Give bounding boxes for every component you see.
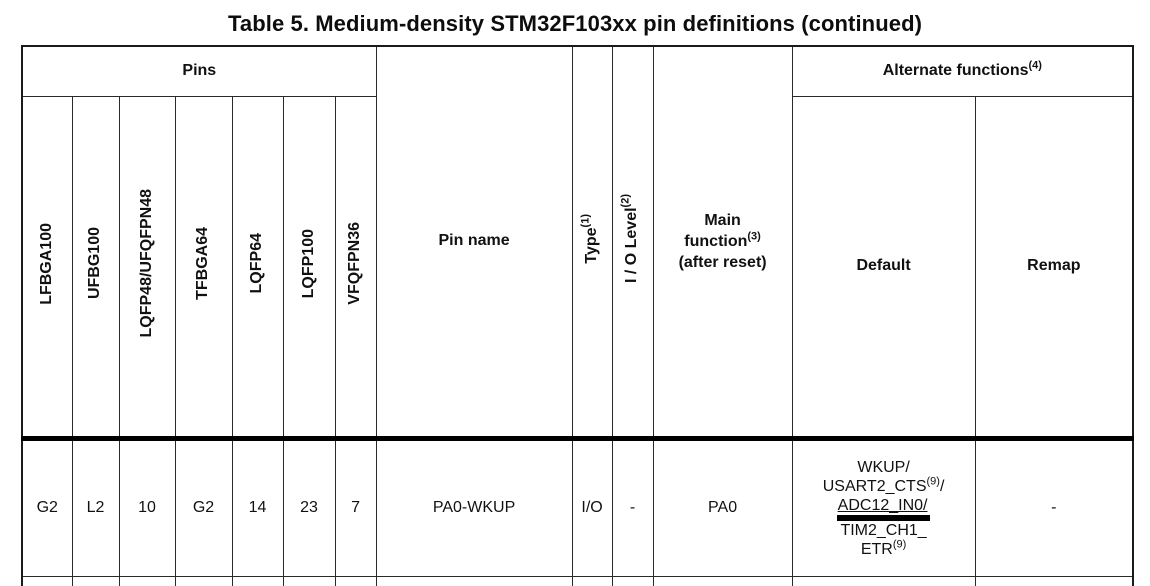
- default-line-tim2-ch1: TIM2_CH1_: [840, 521, 927, 539]
- adc12-in0-underlined: ADC12_IN0/: [836, 497, 931, 521]
- column-header-main-function: Main function(3) (after reset): [652, 45, 793, 439]
- table-title: Table 5. Medium-density STM32F103xx pin …: [227, 11, 923, 36]
- column-header-pin-name: Pin name: [375, 45, 573, 439]
- default-line-etr: ETR(9): [860, 538, 907, 558]
- column-header-lfbga100: LFBGA100: [21, 95, 73, 439]
- main-function-label: Main function(3) (after reset): [678, 211, 767, 271]
- io-level-footnote-sup: (2): [619, 194, 632, 208]
- package-header-row: LFBGA100 UFBG100 LQFP48/UFQFPN48 TFBGA64…: [21, 95, 1134, 439]
- pin-row-pa0-wkup: G2 L2 10 G2 14 23 7 PA0-WKUP I/O - PA0 W…: [21, 435, 1134, 577]
- column-header-vfqfpn36: VFQFPN36: [334, 95, 377, 439]
- default-line-wkup: WKUP/: [857, 458, 910, 476]
- column-header-ufbg100: UFBG100: [71, 95, 120, 439]
- alternate-functions-footnote-sup: (4): [1028, 59, 1042, 72]
- cell-lfbga100: G2: [21, 435, 73, 577]
- cell-main-function: PA0: [652, 435, 793, 577]
- cell-vfqfpn36: 7: [334, 435, 377, 577]
- type-footnote-sup: (1): [579, 213, 592, 228]
- pin-definitions-table: Pins Pin name Type(1) I / O Level(2) Mai…: [21, 45, 1135, 586]
- cell-pin-name: PA0-WKUP: [375, 435, 573, 577]
- column-header-default: Default: [791, 95, 976, 439]
- column-header-type: Type(1): [571, 45, 613, 439]
- usart2-cts-footnote-sup: (9): [926, 475, 940, 488]
- cell-tfbga64: G2: [174, 435, 233, 577]
- etr-footnote-sup: (9): [892, 538, 907, 551]
- io-level-label-rotated: I / O Level(2): [619, 194, 641, 284]
- column-header-tfbga64: TFBGA64: [174, 95, 233, 439]
- cell-lqfp48: 10: [118, 435, 176, 577]
- column-header-remap: Remap: [974, 95, 1134, 439]
- cell-type: I/O: [571, 435, 613, 577]
- column-header-io-level: I / O Level(2): [611, 45, 654, 439]
- column-header-lqfp100: LQFP100: [282, 95, 336, 439]
- cell-io-level: -: [611, 435, 654, 577]
- cell-ufbg100: L2: [71, 435, 120, 577]
- column-header-lqfp64: LQFP64: [231, 95, 284, 439]
- column-header-lqfp48-ufqfpn48: LQFP48/UFQFPN48: [118, 95, 176, 439]
- cell-default-functions: WKUP/ USART2_CTS(9)/ ADC12_IN0/ TIM2_CH1…: [791, 435, 976, 577]
- cell-lqfp64: 14: [231, 435, 284, 577]
- cell-remap: -: [974, 435, 1134, 577]
- pin-name-label: Pin name: [438, 232, 510, 250]
- cell-lqfp100: 23: [282, 435, 336, 577]
- default-line-adc12-in0: ADC12_IN0/: [793, 496, 974, 521]
- group-header-pins: Pins: [21, 45, 377, 97]
- next-row-clipped: [21, 575, 1134, 586]
- group-header-alternate-functions: Alternate functions(4): [791, 45, 1134, 97]
- header-group-row: Pins Pin name Type(1) I / O Level(2) Mai…: [21, 45, 1134, 439]
- default-line-usart2-cts: USART2_CTS(9)/: [822, 475, 945, 495]
- main-function-footnote-sup: (3): [747, 230, 761, 243]
- type-label-rotated: Type(1): [579, 213, 600, 264]
